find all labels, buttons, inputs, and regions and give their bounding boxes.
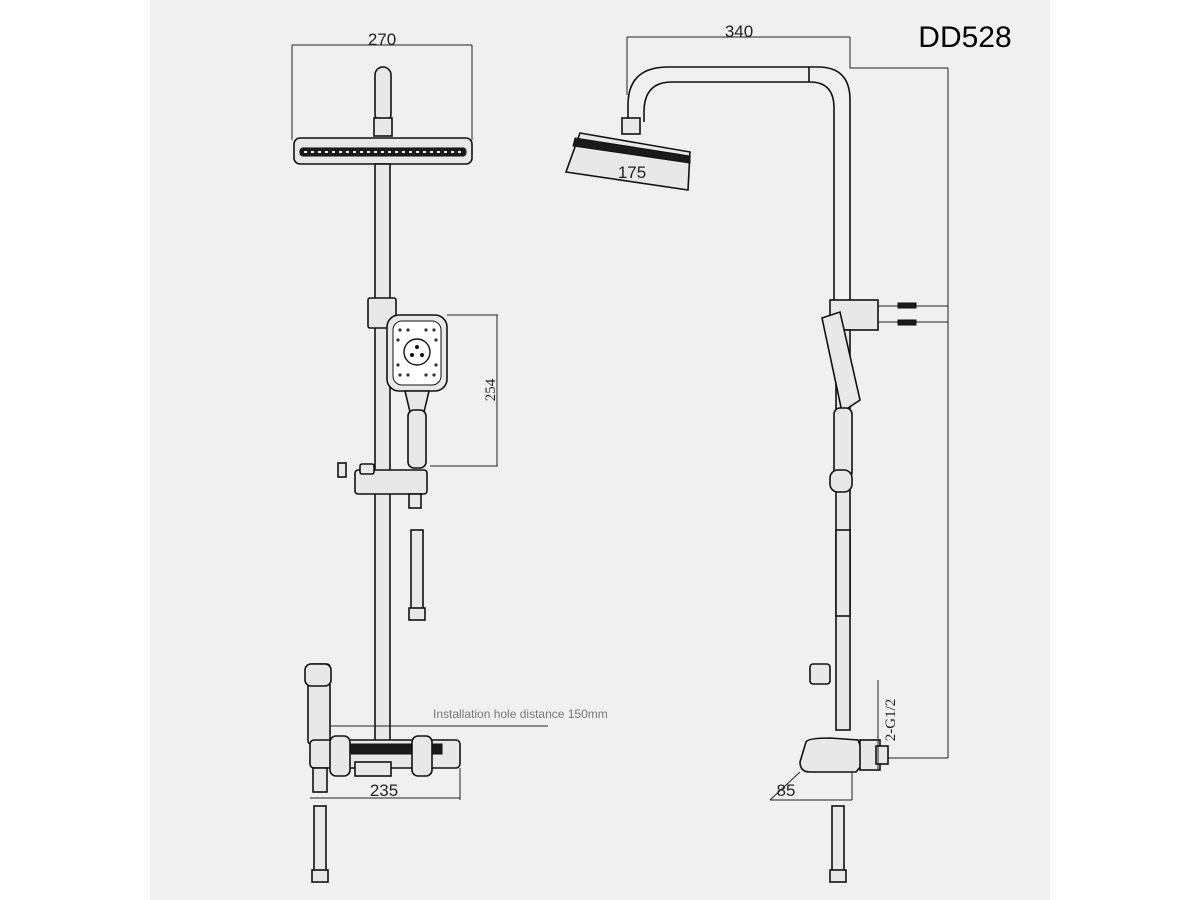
side-hose [835, 529, 851, 617]
side-slide-bracket [829, 469, 853, 493]
side-bottom-nut [829, 869, 847, 883]
front-view: 270 [291, 30, 608, 883]
side-rain-head: 175 [564, 132, 691, 191]
thermostatic-mixer [304, 663, 548, 793]
head-width-dimension: 270 [291, 30, 473, 140]
head-depth-label: 175 [618, 163, 646, 182]
slide-bracket [337, 462, 428, 509]
model-label: DD528 [918, 21, 1011, 54]
head-width-label: 270 [368, 30, 396, 49]
inlet-thread-label: 2-G1/2 [883, 699, 899, 742]
wall-offset-dimension: 85 [770, 781, 852, 801]
mixer-width-dimension: 235 [310, 768, 461, 800]
wall-screws [878, 302, 948, 326]
rain-shower-head [293, 137, 473, 165]
mixer-width-label: 235 [370, 781, 398, 800]
installation-note: Installation hole distance 150mm [433, 707, 608, 721]
hose-segment [410, 529, 424, 611]
side-bottom-hose [831, 805, 845, 873]
side-hand-shower [821, 310, 861, 414]
inlet-thread-dimension: 2-G1/2 [877, 680, 899, 770]
overall-width-dimension: 340 [626, 22, 851, 95]
hand-shower-length-dimension: 254 [430, 314, 499, 467]
hand-shower-length-label: 254 [483, 378, 499, 401]
bottom-hose [313, 805, 327, 873]
side-handle [833, 407, 853, 479]
overall-width-label: 340 [725, 22, 753, 41]
wall-offset-label: 85 [777, 781, 796, 800]
curved-arm-outer [627, 66, 851, 300]
side-view: 340 175 [564, 22, 949, 883]
bottom-hose-nut [311, 869, 329, 883]
riser-rod [374, 163, 391, 755]
curved-arm-inner [643, 81, 835, 300]
shower-arm [374, 66, 392, 123]
hand-shower [386, 314, 448, 469]
side-head-connector [621, 117, 641, 135]
hose-nut [408, 607, 426, 621]
head-connector [373, 117, 393, 137]
side-mixer [769, 663, 889, 801]
